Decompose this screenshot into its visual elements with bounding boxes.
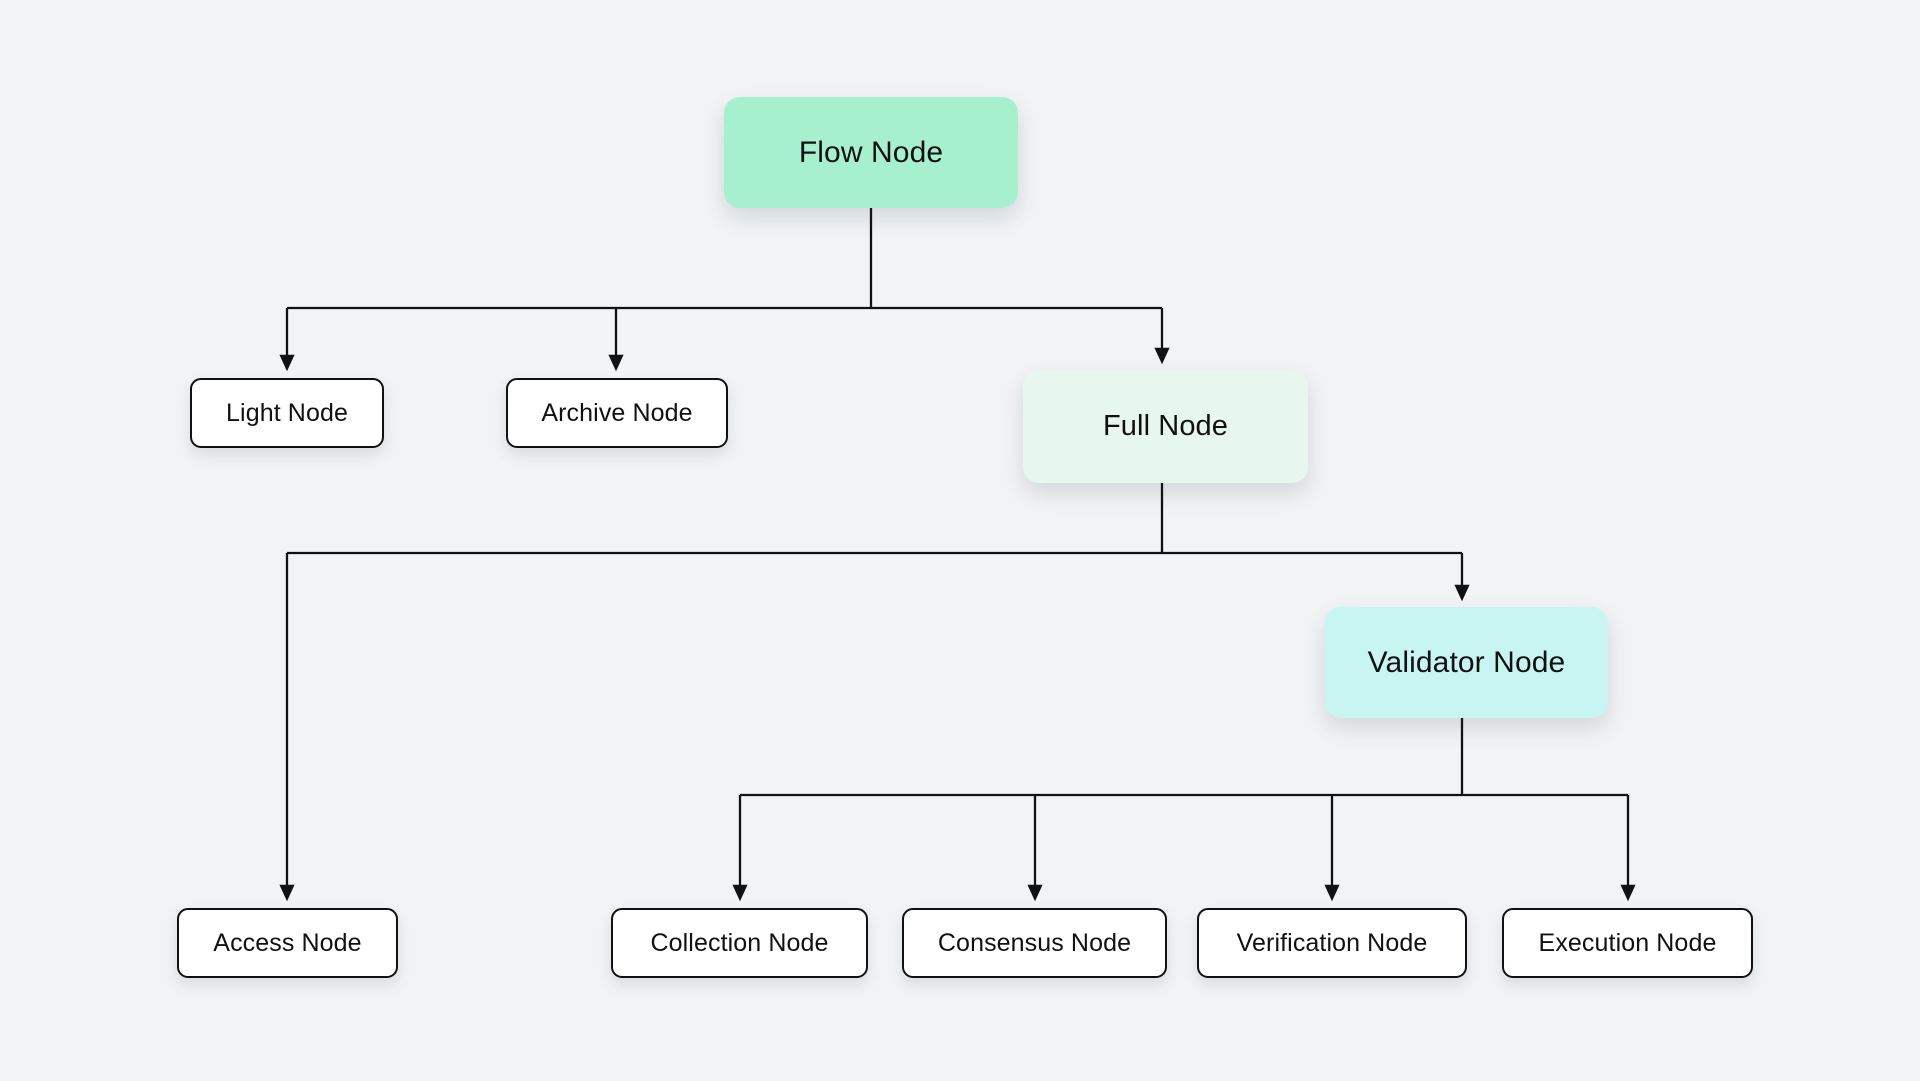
node-verification-node[interactable]: Verification Node (1197, 908, 1467, 978)
node-collection-node[interactable]: Collection Node (611, 908, 868, 978)
node-label-archive-node: Archive Node (541, 398, 693, 427)
node-label-light-node: Light Node (226, 398, 348, 427)
node-execution-node[interactable]: Execution Node (1502, 908, 1753, 978)
node-label-execution-node: Execution Node (1538, 928, 1717, 957)
node-label-collection-node: Collection Node (650, 928, 829, 957)
node-flow-node[interactable]: Flow Node (724, 97, 1018, 208)
node-label-full-node: Full Node (1102, 410, 1228, 442)
node-light-node[interactable]: Light Node (190, 378, 384, 448)
node-consensus-node[interactable]: Consensus Node (902, 908, 1167, 978)
node-label-consensus-node: Consensus Node (937, 928, 1132, 957)
node-validator-node[interactable]: Validator Node (1325, 607, 1608, 718)
node-label-verification-node: Verification Node (1236, 928, 1428, 957)
node-label-validator-node: Validator Node (1367, 645, 1566, 679)
node-access-node[interactable]: Access Node (177, 908, 398, 978)
node-archive-node[interactable]: Archive Node (506, 378, 728, 448)
node-label-access-node: Access Node (213, 928, 362, 957)
node-label-flow-node: Flow Node (798, 135, 944, 169)
node-full-node[interactable]: Full Node (1023, 370, 1308, 483)
